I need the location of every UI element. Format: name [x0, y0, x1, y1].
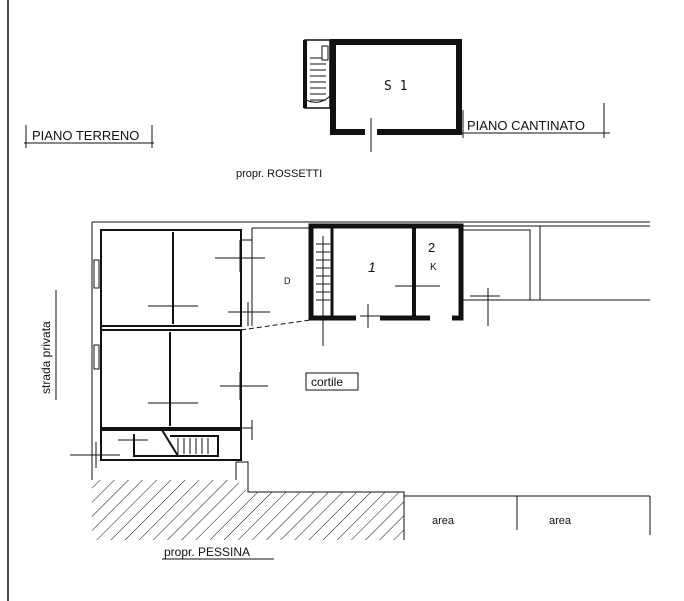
- main-building: [308, 223, 650, 346]
- basement-room-s1: [330, 39, 462, 135]
- title-basement: PIANO CANTINATO: [460, 103, 610, 138]
- neighbour-west-label: strada privata: [39, 321, 53, 394]
- basement-room-label: S 1: [384, 79, 407, 94]
- neighbour-north-label: propr. ROSSETTI: [236, 168, 322, 180]
- basement-stair: [303, 39, 331, 109]
- basement-plan: S 1: [303, 39, 462, 152]
- title-ground-floor: PIANO TERRENO: [24, 125, 154, 148]
- ground-floor-plan: [70, 221, 651, 540]
- courtyard-label: cortile: [311, 375, 343, 389]
- room-2-mark: K: [430, 262, 437, 273]
- title-basement-text: PIANO CANTINATO: [467, 118, 585, 133]
- courtyard-label-box: [305, 372, 359, 391]
- small-room-mark: D: [284, 276, 291, 286]
- neighbour-south-label: propr. PESSINA: [164, 545, 250, 559]
- room-1-label: 1: [368, 259, 376, 275]
- area-1-label: area: [432, 515, 455, 527]
- title-ground-floor-text: PIANO TERRENO: [32, 128, 139, 143]
- room-2-label: 2: [428, 240, 435, 255]
- neighbour-south-hatch: [92, 480, 404, 540]
- area-2-label: area: [549, 515, 572, 527]
